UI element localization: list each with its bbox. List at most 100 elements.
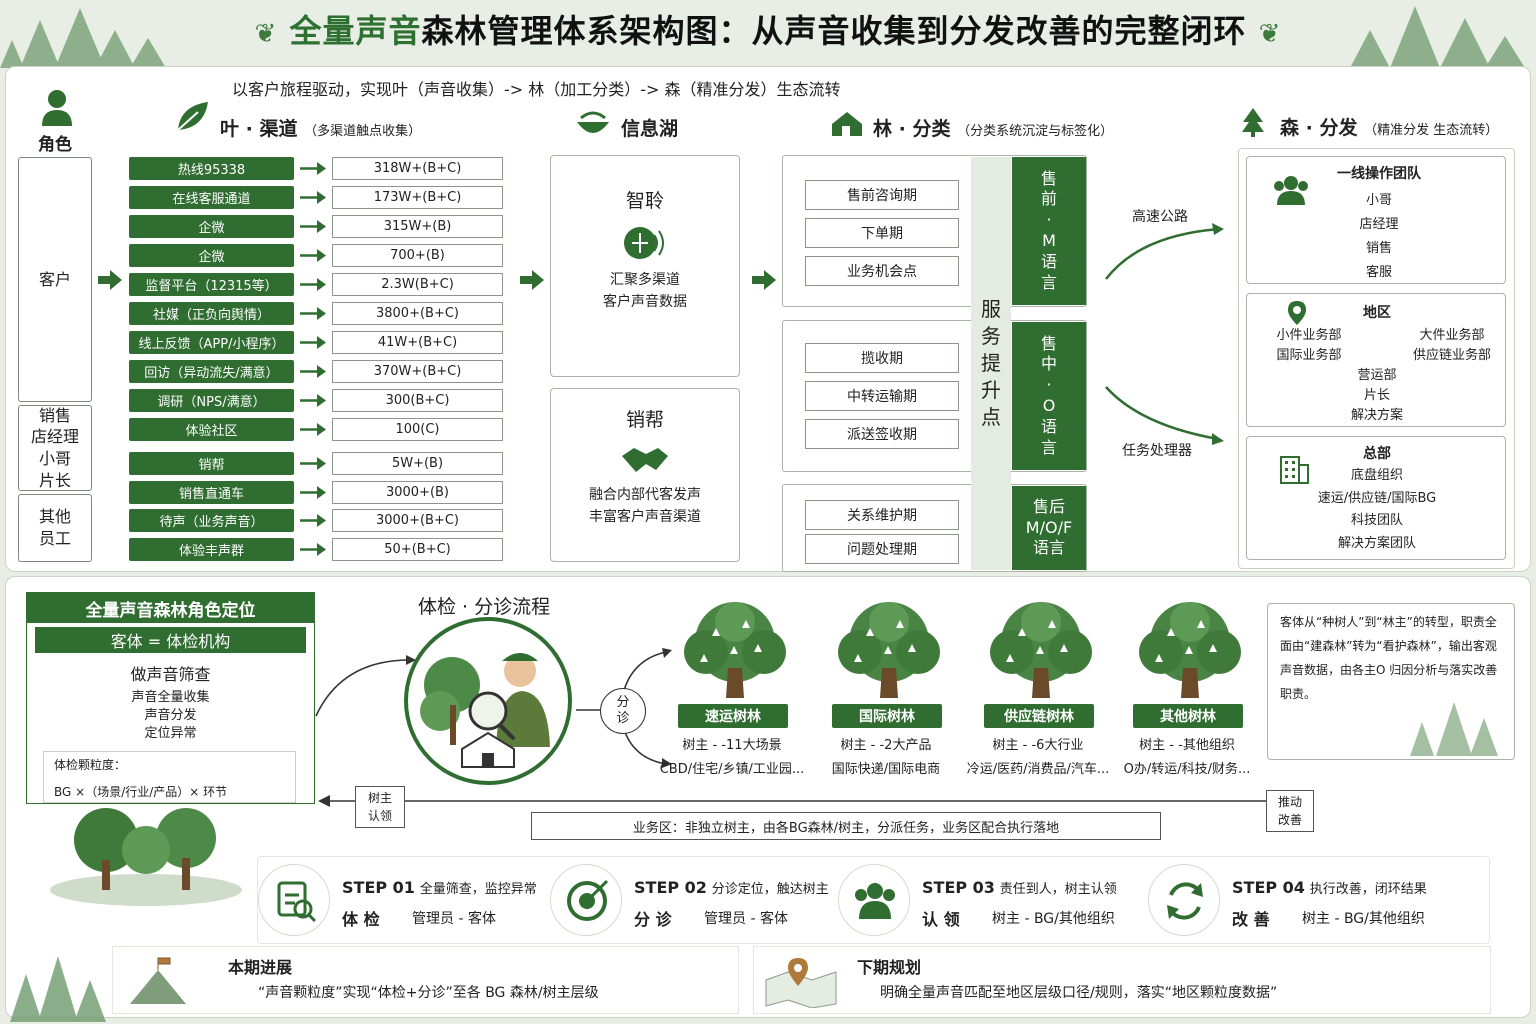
tree-scope: 国际快递/国际电商: [831, 762, 941, 777]
step-owner: 管理员 - 客体: [412, 911, 496, 927]
refresh-cycle-icon: [1167, 882, 1203, 920]
region-center-item: 解决方案: [1350, 408, 1403, 423]
role-positioning-card: 全量声音森林角色定位 客体 = 体检机构 做声音筛查 声音全量收集 声音分发 定…: [26, 592, 315, 804]
title-highlight: 全量声音: [289, 12, 422, 50]
progress-title: 本期进展: [228, 958, 293, 977]
role-transition-note: 客体从“种树人”到“林主”的转型，职责全面由“建森林”转为“看护森林”，输出客观…: [1267, 603, 1515, 760]
sen-subtitle: （精准分发 生态流转）: [1364, 123, 1499, 138]
step-header: STEP 04 执行改善，闭环结果: [1232, 878, 1427, 897]
person-icon: [42, 90, 72, 126]
step-desc: 责任到人，树主认领: [999, 882, 1117, 897]
inspector-illustration: [404, 617, 572, 785]
arrow-right-icon: [300, 365, 326, 378]
lake-box-xiaobang: 销帮 融合内部代客发声 丰富客户声音渠道: [550, 388, 740, 562]
building-icon: [1280, 456, 1309, 484]
team-claim-icon: [855, 883, 895, 919]
arrow-right-icon: [98, 270, 122, 290]
hq-item: 速运/供应链/国际BG: [1317, 490, 1437, 506]
tree-icon: [1242, 108, 1264, 137]
plan-card: [753, 946, 1491, 1014]
region-center-item: 片长: [1363, 388, 1390, 403]
leaf-icon: ❦: [254, 19, 278, 49]
service-point-label: 服 务 提 升 点: [971, 157, 1011, 570]
step-owner: 树主 - BG/其他组织: [992, 911, 1115, 927]
granularity-value: BG ×（场景/行业/产品）× 环节: [54, 785, 228, 799]
arrow-right-icon: [520, 270, 544, 290]
step-name: 认 领: [922, 910, 960, 929]
zhiling-line1: 汇聚多渠道: [610, 272, 680, 288]
house-icon: [832, 112, 862, 136]
tree-scope: CBD/住宅/乡镇/工业园...: [659, 762, 805, 777]
location-pin-icon: [1288, 301, 1306, 325]
progress-text: “声音颗粒度”实现“体检+分诊”至各 BG 森林/树主层级: [258, 985, 599, 1001]
checkup-clipboard-icon: [277, 881, 317, 923]
zhiling-name: 智聆: [625, 190, 664, 212]
channel-volume: 50+(B+C): [332, 538, 503, 561]
leaf-icon: ❦: [1258, 19, 1282, 49]
arrow-right-icon: [300, 220, 326, 233]
leaf-icon: [177, 102, 208, 131]
role-positioning-subtitle: 客体 = 体检机构: [35, 627, 306, 653]
step-number: STEP 04: [1232, 878, 1305, 897]
step-icon-circle: [550, 864, 622, 936]
step-icon-circle: [258, 864, 330, 936]
channel-volume: 41W+(B+C): [332, 331, 503, 354]
channel-volume: 173W+(B+C): [332, 186, 503, 209]
arrow-right-icon: [300, 307, 326, 320]
step-number: STEP 01: [342, 878, 415, 897]
map-pin-icon: [765, 958, 837, 1008]
leaf-header: 叶 · 渠道 （多渠道触点收集）: [220, 114, 421, 141]
tree-owner: 树主 - -其他组织: [1139, 738, 1235, 753]
step-icon-circle: [1148, 864, 1220, 936]
frontline-team-box: 一线操作团队 小哥 店经理 销售 客服: [1246, 156, 1506, 284]
stage-postsale-1: 关系维护期: [805, 500, 959, 530]
handshake-icon: [622, 448, 668, 472]
highway-label: 高速公路: [1132, 209, 1188, 225]
forest-title: 林 · 分类: [873, 118, 951, 140]
tree-owner: 树主 - -6大行业: [992, 738, 1084, 753]
stage-presale-1: 售前咨询期: [805, 180, 959, 210]
leaf-subtitle: （多渠道触点收集）: [304, 124, 422, 139]
tree-illustration: [990, 602, 1092, 698]
sen-title: 森 · 分发: [1280, 117, 1358, 139]
hq-item: 底盘组织: [1350, 468, 1403, 483]
postsale-mof-language: 售后 M/O/F 语言: [1012, 486, 1086, 570]
plan-text: 明确全量声音匹配至地区层级口径/规则，落实“地区颗粒度数据”: [880, 985, 1278, 1001]
channel-volume: 3000+(B+C): [332, 509, 503, 532]
tree-illustration: [684, 602, 786, 698]
channel-name: 调研（NPS/满意）: [129, 389, 294, 412]
progress-card: [112, 946, 739, 1014]
step-owner: 管理员 - 客体: [704, 911, 788, 927]
region-left-item: 小件业务部: [1276, 328, 1342, 343]
forest-illustration: [50, 808, 242, 906]
hq-title: 总部: [1363, 446, 1391, 462]
xiaobang-line1: 融合内部代客发声: [589, 487, 701, 503]
team-item: 客服: [1365, 265, 1392, 280]
arrow-right-icon: [300, 278, 326, 291]
voice-head-icon: [624, 227, 664, 259]
stage-postsale-2: 问题处理期: [805, 534, 959, 564]
pine-trees-decoration-left: [0, 8, 166, 68]
step-owner: 树主 - BG/其他组织: [1302, 911, 1425, 927]
step-name: 体 检: [342, 910, 380, 929]
arrow-right-icon: [300, 162, 326, 175]
role-sales: 销售 店经理 小哥 片长: [18, 405, 92, 491]
insale-o-language: 售 中 · O 语 言: [1012, 322, 1086, 470]
region-right-item: 供应链业务部: [1412, 348, 1491, 363]
group-icon: [1274, 176, 1308, 205]
subtitle: 以客户旅程驱动，实现叶（声音收集）-> 林（加工分类）-> 森（精准分发）生态流…: [232, 80, 841, 99]
arrow-right-icon: [300, 336, 326, 349]
region-center-item: 营运部: [1357, 368, 1397, 383]
step-desc: 分诊定位，触达树主: [711, 882, 829, 897]
step-number: STEP 03: [922, 878, 995, 897]
owner-claim-label: 树主 认领: [355, 786, 405, 828]
tree-forest-name: 速运树林: [678, 704, 788, 728]
headquarters-box: 总部 底盘组织 速运/供应链/国际BG 科技团队 解决方案团队: [1246, 436, 1506, 560]
page-title: ❦ 全量声音森林管理体系架构图：从声音收集到分发改善的完整闭环 ❦: [0, 6, 1536, 52]
mountain-flag-icon: [130, 957, 186, 1004]
arrow-right-icon: [752, 270, 776, 290]
stage-presale-3: 业务机会点: [805, 256, 959, 286]
team-item: 店经理: [1359, 217, 1399, 232]
forest-header: 林 · 分类 （分类系统沉淀与标签化）: [873, 114, 1113, 141]
tree-forest-name: 国际树林: [832, 704, 942, 728]
